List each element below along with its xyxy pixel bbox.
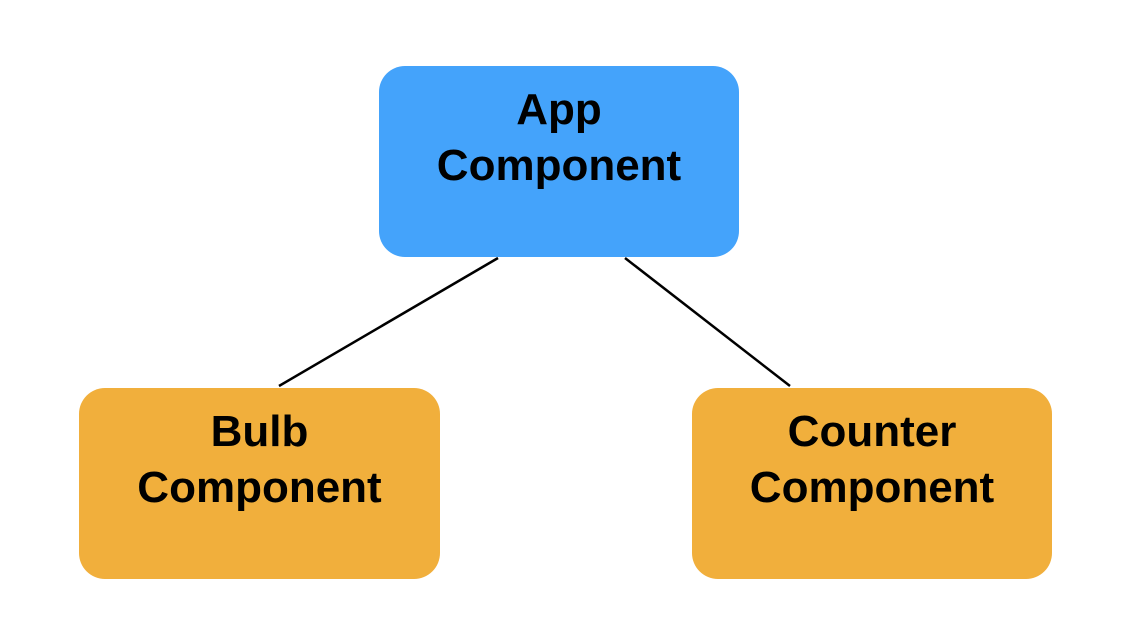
counter-component-label: Counter Component	[749, 407, 995, 512]
app-component-label: App Component	[436, 85, 682, 190]
connector-app-to-bulb	[278, 256, 499, 388]
bulb-component-label: Bulb Component	[137, 407, 382, 512]
bulb-component-node: Bulb Component	[79, 388, 440, 579]
counter-component-node: Counter Component	[692, 388, 1052, 579]
app-component-node: App Component	[379, 66, 739, 257]
connector-app-to-counter	[624, 257, 791, 387]
